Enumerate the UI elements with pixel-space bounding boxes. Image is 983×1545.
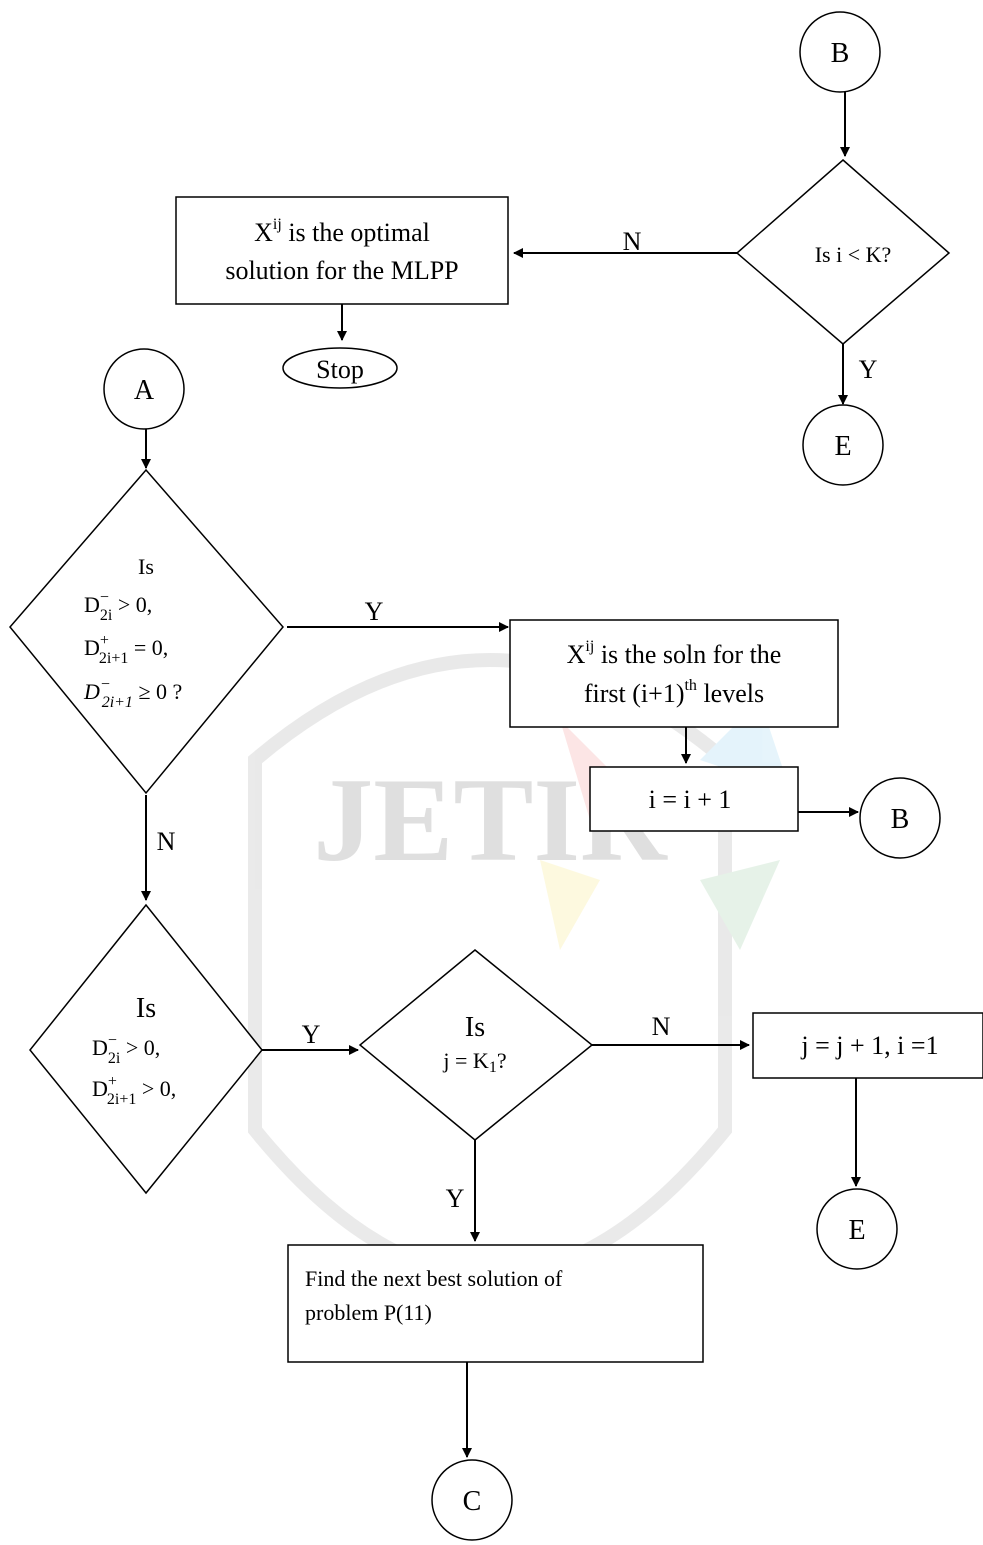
process-soln-levels: Xij is the soln for the first (i+1)th le… <box>509 619 839 728</box>
connector-e-mid: E <box>816 1188 898 1270</box>
edge-label-n: N <box>623 227 642 256</box>
terminator-label: Stop <box>316 355 364 384</box>
connector-b-top: B <box>799 11 881 93</box>
connector-label: A <box>134 375 155 406</box>
process-line-2: problem P(11) <box>305 1300 432 1325</box>
decision-line-3: D+2i+1 = 0, <box>84 632 168 667</box>
edge-label-n: N <box>157 827 176 856</box>
decision-text: Is i < K? <box>815 242 892 267</box>
decision-line-1: Is <box>465 1012 485 1043</box>
edge-label-n: N <box>652 1012 671 1041</box>
process-line-1: Xij is the optimal <box>254 216 430 247</box>
connector-label: B <box>831 38 850 69</box>
process-increment-j: j = j + 1, i =1 <box>752 1012 983 1079</box>
edge-label-y: Y <box>302 1020 321 1049</box>
decision-line-2: D−2i > 0, <box>92 1032 160 1067</box>
connector-e-top: E <box>802 404 884 486</box>
decision-line-2: j = K1? <box>442 1048 506 1076</box>
decision-line-1: Is <box>136 993 156 1024</box>
decision-line-2: D−2i > 0, <box>84 589 152 624</box>
process-line-1: Xij is the soln for the <box>567 638 782 669</box>
process-text: i = i + 1 <box>649 785 732 814</box>
connector-a: A <box>103 348 185 430</box>
connector-label: E <box>834 431 851 462</box>
process-line-1: Find the next best solution of <box>305 1266 563 1291</box>
process-line-2: solution for the MLPP <box>225 256 458 285</box>
process-text: j = j + 1, i =1 <box>800 1031 938 1060</box>
connector-b-mid: B <box>859 777 941 859</box>
connector-c: C <box>431 1459 513 1541</box>
decision-second: Is D−2i > 0, D+2i+1 > 0, <box>29 903 263 1195</box>
decision-line-4: D−2i+1 ≥ 0 ? <box>83 676 182 711</box>
process-optimal-solution: Xij is the optimal solution for the MLPP <box>175 196 509 305</box>
decision-i-less-k: Is i < K? <box>735 159 951 345</box>
edge-label-y: Y <box>365 597 384 626</box>
watermark: JETIR <box>248 653 790 1282</box>
edge-label-y: Y <box>446 1184 465 1213</box>
process-line-2: first (i+1)th levels <box>584 677 764 708</box>
decision-first: Is D−2i > 0, D+2i+1 = 0, D−2i+1 ≥ 0 ? <box>9 468 284 795</box>
connector-label: C <box>463 1486 482 1517</box>
process-increment-i: i = i + 1 <box>589 766 799 832</box>
decision-line-1: Is <box>138 554 154 579</box>
edge-label-y: Y <box>859 355 878 384</box>
connector-label: E <box>848 1215 865 1246</box>
decision-line-3: D+2i+1 > 0, <box>92 1073 176 1108</box>
connector-label: B <box>891 804 910 835</box>
terminator-stop: Stop <box>282 347 398 389</box>
process-next-best: Find the next best solution of problem P… <box>287 1244 704 1363</box>
decision-third: Is j = K1? <box>358 949 594 1141</box>
